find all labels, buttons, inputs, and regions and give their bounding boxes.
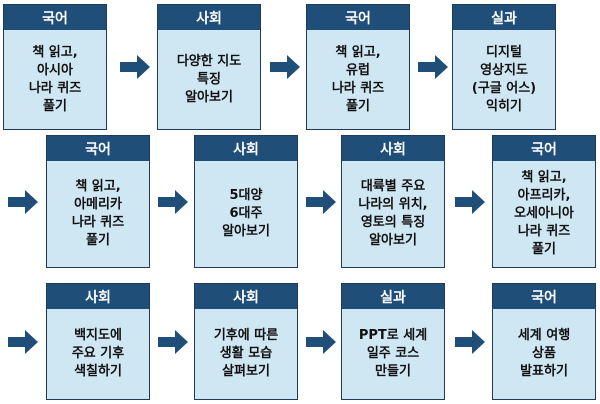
activity-line: 영상지도: [480, 62, 528, 78]
subject-label: 사회: [195, 284, 297, 309]
activity-line: 유럽: [346, 62, 370, 78]
activity-line: 세계 여행: [517, 328, 571, 343]
row-2-arrow-1: [158, 189, 188, 214]
activity-line: 책 읽고,: [521, 170, 567, 185]
activity-line: 풀기: [43, 98, 67, 114]
subject-label: 국어: [4, 5, 106, 30]
activity-line: 5대양: [229, 188, 263, 203]
activity-line: 디지털: [486, 44, 522, 60]
subject-label: 사회: [195, 136, 297, 161]
activity-line: 나라 퀴즈: [28, 80, 82, 96]
activity-line: 책 읽고,: [335, 44, 381, 60]
activity-line: 책 읽고,: [32, 44, 78, 60]
row-3-lead-arrow: [8, 329, 38, 354]
activity-line: 풀기: [86, 233, 110, 248]
activity-line: 아프리카,: [517, 188, 571, 203]
row-1-arrow-1: [120, 55, 150, 79]
activity-line: 아메리카: [74, 197, 122, 212]
activity-line: 일주 코스: [366, 346, 420, 361]
subject-label: 사회: [47, 284, 149, 309]
activity-line: 영토의 특징: [360, 215, 426, 230]
activity-line: PPT로 세계: [358, 328, 428, 343]
row-3-arrow-3: [455, 329, 485, 354]
activity-line: 오세아니아: [514, 206, 574, 221]
subject-label: 사회: [158, 5, 260, 30]
activity-line: 나라 퀴즈: [517, 224, 571, 239]
row-2-arrow-3: [455, 189, 485, 214]
activity-line: 나라 퀴즈: [331, 80, 385, 96]
activity-line: 색칠하기: [74, 364, 122, 379]
activity-line: 생활 모습: [219, 346, 273, 361]
activity-line: 기후에 따른: [213, 328, 279, 343]
activity-line: 다양한 지도: [176, 53, 242, 69]
activity-line: 발표하기: [520, 364, 568, 379]
activity-line: 상품: [532, 346, 556, 361]
activity-line: 6대주: [229, 206, 263, 221]
activity-line: 대륙별 주요: [360, 179, 426, 194]
subject-label: 국어: [493, 284, 595, 309]
row-3-arrow-1: [158, 329, 188, 354]
activity-line: 주요 기후: [71, 346, 125, 361]
activity-line: 알아보기: [222, 224, 270, 239]
activity-line: 알아보기: [369, 233, 417, 248]
subject-label: 국어: [307, 5, 409, 30]
subject-label: 국어: [47, 136, 149, 161]
activity-line: 만들기: [375, 364, 411, 379]
activity-line: 특징: [197, 71, 221, 87]
activity-line: 살펴보기: [222, 364, 270, 379]
activity-line: 풀기: [346, 98, 370, 114]
subject-label: 실과: [453, 5, 555, 30]
row-1-arrow-2: [270, 55, 300, 79]
subject-label: 실과: [342, 284, 444, 309]
activity-line: 나라 퀴즈: [71, 215, 125, 230]
activity-line: 나라의 위치,: [358, 197, 428, 212]
row-1-arrow-3: [418, 55, 448, 79]
activity-line: 아시아: [37, 62, 73, 78]
subject-label: 사회: [342, 136, 444, 161]
activity-line: 익히기: [486, 98, 522, 114]
activity-line: 백지도에: [74, 328, 122, 343]
activity-line: 알아보기: [185, 89, 233, 105]
row-3-arrow-2: [306, 329, 336, 354]
activity-line: (구글 어스): [471, 80, 537, 96]
row-2-arrow-2: [306, 189, 336, 214]
subject-label: 국어: [493, 136, 595, 161]
activity-line: 풀기: [532, 242, 556, 257]
row-2-lead-arrow: [8, 189, 38, 214]
activity-line: 책 읽고,: [75, 179, 121, 194]
